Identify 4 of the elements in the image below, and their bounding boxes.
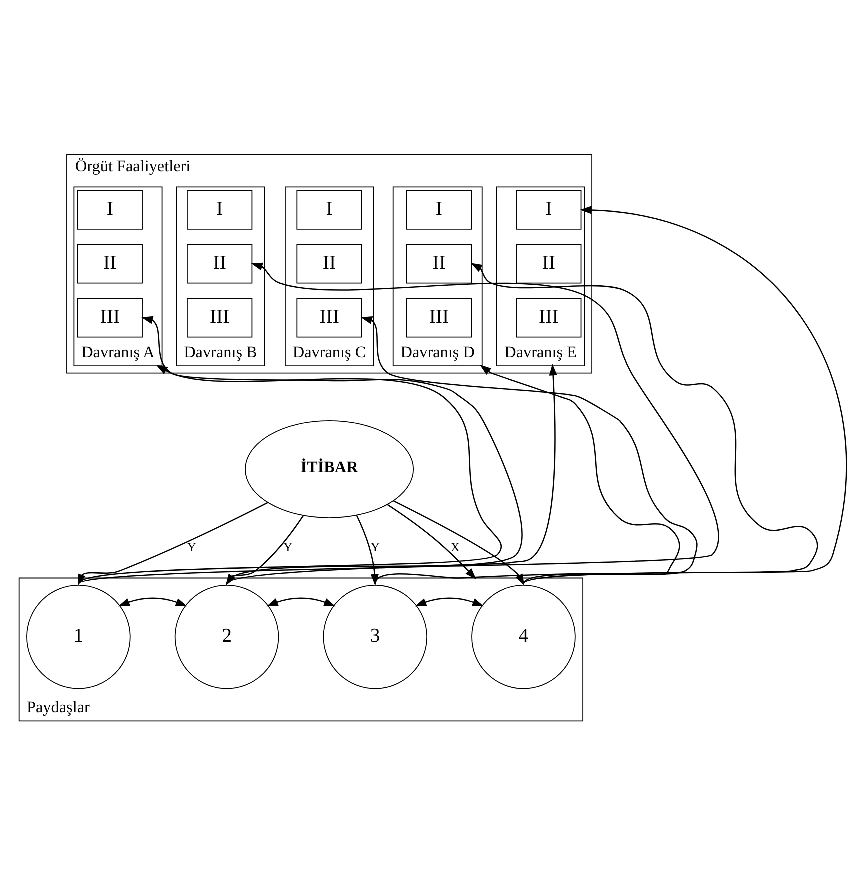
edge-label: Y [370, 540, 380, 554]
edge-label: Y [284, 540, 293, 554]
edge-label: X [450, 540, 460, 554]
edge-label: Y [187, 540, 197, 554]
